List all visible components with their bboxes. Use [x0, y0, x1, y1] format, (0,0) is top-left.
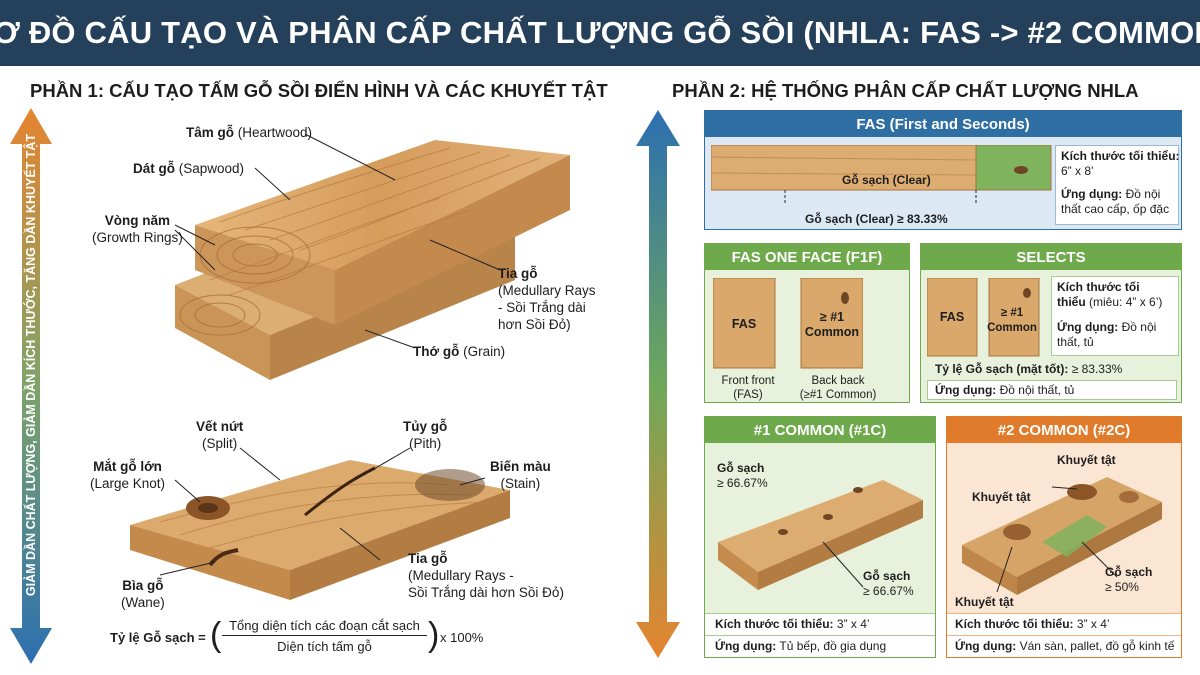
common2-use-box — [947, 635, 1181, 657]
common1-use-box — [705, 635, 935, 657]
fas-clear-percent: Gỗ sạch (Clear) ≥ 83.33% — [805, 212, 948, 226]
stain-label: Biến màu(Stain) — [490, 459, 551, 491]
f1f-title: FAS ONE FACE (F1F) — [705, 244, 909, 270]
f1f-boards-icon — [713, 278, 863, 369]
grain-label: Thớ gỗ (Grain) — [413, 344, 506, 359]
grade-axis-arrow — [636, 110, 680, 658]
selects-board-1-label: FAS — [939, 310, 965, 324]
oak-board-defects-illustration — [130, 447, 510, 600]
fas-info-box — [1055, 145, 1179, 225]
common2-size-box — [947, 613, 1181, 635]
fas-panel: FAS (First and Seconds) Gỗ sạch (Clear) … — [704, 110, 1182, 230]
common2-clear: Gỗ sạch≥ 50% — [1105, 565, 1153, 594]
common1-board-icon — [718, 480, 923, 590]
selects-title: SELECTS — [921, 244, 1181, 270]
common1-title: #1 COMMON (#1C) — [705, 417, 935, 443]
common2-board-icon — [962, 477, 1162, 595]
oak-board-structure-illustration — [174, 133, 570, 380]
selects-info-box — [1051, 276, 1179, 356]
common2-defect-3: Khuyết tật — [955, 595, 1014, 609]
common2-size: Kích thước tối thiểu: 3” x 4’ — [955, 617, 1110, 631]
selects-use2: Ứng dụng: Đồ nội thất, tủ — [935, 383, 1075, 397]
sapwood-label: Dát gỗ (Sapwood) — [133, 161, 245, 176]
common2-defect-2: Khuyết tật — [972, 490, 1031, 504]
common2-use: Ứng dụng: Ván sàn, pallet, đồ gỗ kinh tế — [955, 639, 1175, 653]
formula-suffix: x 100% — [440, 630, 484, 645]
split-label: Vết nứt(Split) — [196, 419, 244, 451]
part1-heading: PHẦN 1: CẤU TẠO TẤM GỖ SỒI ĐIỂN HÌNH VÀ … — [30, 80, 608, 101]
common1-clear-inner: Gỗ sạch≥ 66.67% — [863, 569, 914, 598]
common1-clear-top: Gỗ sạch≥ 66.67% — [717, 461, 768, 490]
f1f-front-caption: Front front(FAS) — [721, 375, 775, 401]
page-title: SƠ ĐỒ CẤU TẠO VÀ PHÂN CẤP CHẤT LƯỢNG GỖ … — [0, 15, 1200, 50]
quality-axis-arrow — [10, 108, 52, 664]
heartwood-label: Tâm gỗ (Heartwood) — [186, 125, 313, 140]
fas-size: Kích thước tối thiểu:6” x 8’ — [1061, 149, 1180, 178]
common2-title: #2 COMMON (#2C) — [947, 417, 1181, 443]
selects-use2-box — [927, 380, 1177, 400]
formula-close-paren: ) — [428, 616, 440, 654]
selects-boards-icon — [927, 278, 1040, 357]
formula-denominator: Diện tích tấm gỗ — [277, 639, 372, 654]
axis-label: GIẢM DẦN CHẤT LƯỢNG, GIẢM DẦN KÍCH THƯỚC… — [24, 133, 38, 597]
selects-clear-ratio: Tỷ lệ Gỗ sạch (mặt tốt): ≥ 83.33% — [935, 362, 1123, 376]
formula-numerator: Tổng diện tích các đoạn cắt sạch — [222, 618, 427, 636]
f1f-front-board-label: FAS — [731, 317, 757, 331]
growth-rings-label: Vòng năm(Growth Rings) — [92, 213, 183, 245]
f1f-back-caption: Back back(≥#1 Common) — [799, 375, 877, 401]
fas-title: FAS (First and Seconds) — [705, 111, 1181, 137]
formula-open-paren: ( — [210, 616, 222, 654]
fas-board-icon — [711, 145, 1052, 205]
common2-panel: #2 COMMON (#2C) Khuyết tật Khuyết tật Kh… — [946, 416, 1182, 658]
common2-defect-1: Khuyết tật — [1057, 453, 1116, 467]
large-knot-label: Mắt gỗ lớn(Large Knot) — [90, 459, 166, 491]
wane-label: Bìa gỗ(Wane) — [121, 578, 165, 610]
defect-rays-label: Tia gỗ(Medullary Rays -Sồi Trắng dài hơn… — [408, 551, 564, 600]
common1-size-box — [705, 613, 935, 635]
pith-label: Tủy gỗ(Pith) — [403, 419, 448, 451]
fas-board-label: Gỗ sạch (Clear) — [842, 173, 931, 187]
common1-size: Kích thước tối thiểu: 3” x 4’ — [715, 617, 870, 631]
part2-heading: PHẦN 2: HỆ THỐNG PHÂN CẤP CHẤT LƯỢNG NHL… — [672, 80, 1139, 101]
formula-label: Tỷ lệ Gỗ sạch = — [110, 630, 206, 645]
common1-use: Ứng dụng: Tủ bếp, đồ gia dụng — [715, 639, 887, 653]
common1-panel: #1 COMMON (#1C) Gỗ sạch≥ 66.67% Gỗ sạch≥… — [704, 416, 936, 658]
title-bar: SƠ ĐỒ CẤU TẠO VÀ PHÂN CẤP CHẤT LƯỢNG GỖ … — [0, 0, 1200, 66]
